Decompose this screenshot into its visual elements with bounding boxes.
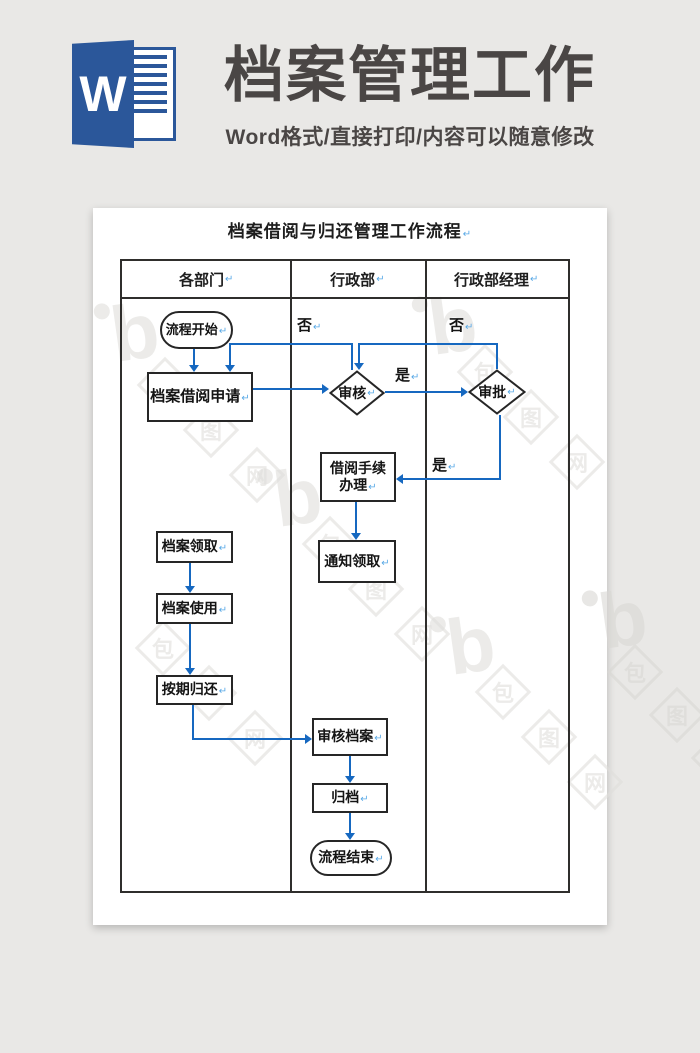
connector-approve-procedure <box>403 478 501 480</box>
paragraph-mark-icon: ↵ <box>241 392 250 404</box>
label-yes-approve: 是↵ <box>432 457 457 474</box>
diamond-shape-icon <box>329 370 385 416</box>
arrowhead-icon <box>461 387 468 397</box>
column-header-admin-manager: 行政部经理↵ <box>453 271 539 289</box>
paragraph-mark-icon: ↵ <box>218 543 228 555</box>
paragraph-mark-icon: ↵ <box>360 794 369 806</box>
flow-node-start: 流程开始↵ <box>160 311 233 349</box>
arrowhead-icon <box>354 363 364 370</box>
column-header-departments: 各部门↵ <box>179 271 234 289</box>
document-page: b 包 图 网 b 包 图 网 b 包 图 网 b 包 图 网 包 图 网 档案… <box>93 208 624 925</box>
connector-approve-no <box>358 343 498 345</box>
paragraph-mark-icon: ↵ <box>225 273 234 285</box>
connector-review-no <box>229 343 231 365</box>
connector-approve-no <box>358 343 360 363</box>
connector-return-check <box>192 738 305 740</box>
word-logo: W <box>72 40 178 148</box>
flow-node-procedure: 借阅手续 办理↵ <box>320 452 396 502</box>
word-logo-panel: W <box>72 40 134 148</box>
paragraph-mark-icon: ↵ <box>374 733 383 745</box>
flow-node-use: 档案使用↵ <box>156 593 233 624</box>
paragraph-mark-icon: ↵ <box>218 325 228 337</box>
watermark-diamond: 网 <box>566 753 624 811</box>
paragraph-mark-icon: ↵ <box>465 322 474 333</box>
connector-approve-procedure <box>499 415 501 480</box>
connector-archive-end <box>349 813 351 833</box>
arrowhead-icon <box>345 833 355 840</box>
arrowhead-icon <box>322 384 329 394</box>
flow-node-end: 流程结束↵ <box>310 840 392 876</box>
paragraph-mark-icon: ↵ <box>507 386 516 398</box>
arrowhead-icon <box>396 474 403 484</box>
diamond-shape-icon <box>468 369 526 415</box>
arrowhead-icon <box>185 668 195 675</box>
paragraph-mark-icon: ↵ <box>375 854 384 866</box>
flow-node-archive: 归档↵ <box>312 783 388 813</box>
connector-approve-no <box>496 343 498 369</box>
flow-node-notify: 通知领取↵ <box>318 540 396 583</box>
connector-check-archive <box>349 756 351 776</box>
connector-use-return <box>189 624 191 668</box>
paragraph-mark-icon: ↵ <box>367 387 376 399</box>
header-subtitle: Word格式/直接打印/内容可以随意修改 <box>225 126 595 149</box>
flow-node-apply: 档案借阅申请↵ <box>147 372 253 422</box>
swimlane-header-row: 各部门↵ 行政部↵ 行政部经理↵ <box>122 261 568 299</box>
paragraph-mark-icon: ↵ <box>529 273 539 285</box>
label-no-review: 否↵ <box>297 317 322 334</box>
paragraph-mark-icon: ↵ <box>411 372 420 383</box>
arrowhead-icon <box>225 365 235 372</box>
arrowhead-icon <box>351 533 361 540</box>
paragraph-mark-icon: ↵ <box>218 604 228 616</box>
paragraph-mark-icon: ↵ <box>462 229 473 240</box>
arrowhead-icon <box>345 776 355 783</box>
swimlane-table: 各部门↵ 行政部↵ 行政部经理↵ <box>120 259 570 893</box>
watermark-diamond: 包 <box>606 643 664 701</box>
connector-review-no <box>351 345 353 370</box>
label-yes-review: 是↵ <box>395 367 420 384</box>
watermark-diamond: 图 <box>648 686 700 744</box>
arrowhead-icon <box>185 586 195 593</box>
header-title: 档案管理工作 <box>224 42 596 109</box>
connector-return-check <box>192 703 194 740</box>
connector-apply-review <box>253 388 322 390</box>
doc-title-text: 档案借阅与归还管理工作流程 <box>227 222 462 241</box>
paragraph-mark-icon: ↵ <box>376 273 385 285</box>
label-no-approve: 否↵ <box>449 317 474 334</box>
flow-node-check: 审核档案↵ <box>312 718 388 756</box>
arrowhead-icon <box>305 734 312 744</box>
connector-review-approve <box>385 391 461 393</box>
paragraph-mark-icon: ↵ <box>368 482 377 493</box>
paragraph-mark-icon: ↵ <box>313 322 322 333</box>
column-header-admin-dept: 行政部↵ <box>330 271 385 289</box>
paragraph-mark-icon: ↵ <box>448 462 457 473</box>
connector-pickup-use <box>189 563 191 586</box>
doc-title: 档案借阅与归还管理工作流程↵ <box>93 217 607 242</box>
swimlane-divider <box>290 261 292 891</box>
connector-procedure-notify <box>355 502 357 533</box>
connector-review-no <box>229 343 353 345</box>
watermark-diamond: 网 <box>690 729 700 787</box>
arrowhead-icon <box>189 365 199 372</box>
word-logo-letter: W <box>79 66 127 122</box>
flow-node-review: 审核↵ <box>329 370 385 416</box>
paragraph-mark-icon: ↵ <box>381 557 390 569</box>
flow-node-approve: 审批↵ <box>468 369 526 415</box>
paragraph-mark-icon: ↵ <box>218 686 228 698</box>
flow-node-return: 按期归还↵ <box>156 675 233 705</box>
flow-node-pickup: 档案领取↵ <box>156 531 233 563</box>
swimlane-divider <box>425 261 427 891</box>
connector-start-apply <box>193 349 195 365</box>
